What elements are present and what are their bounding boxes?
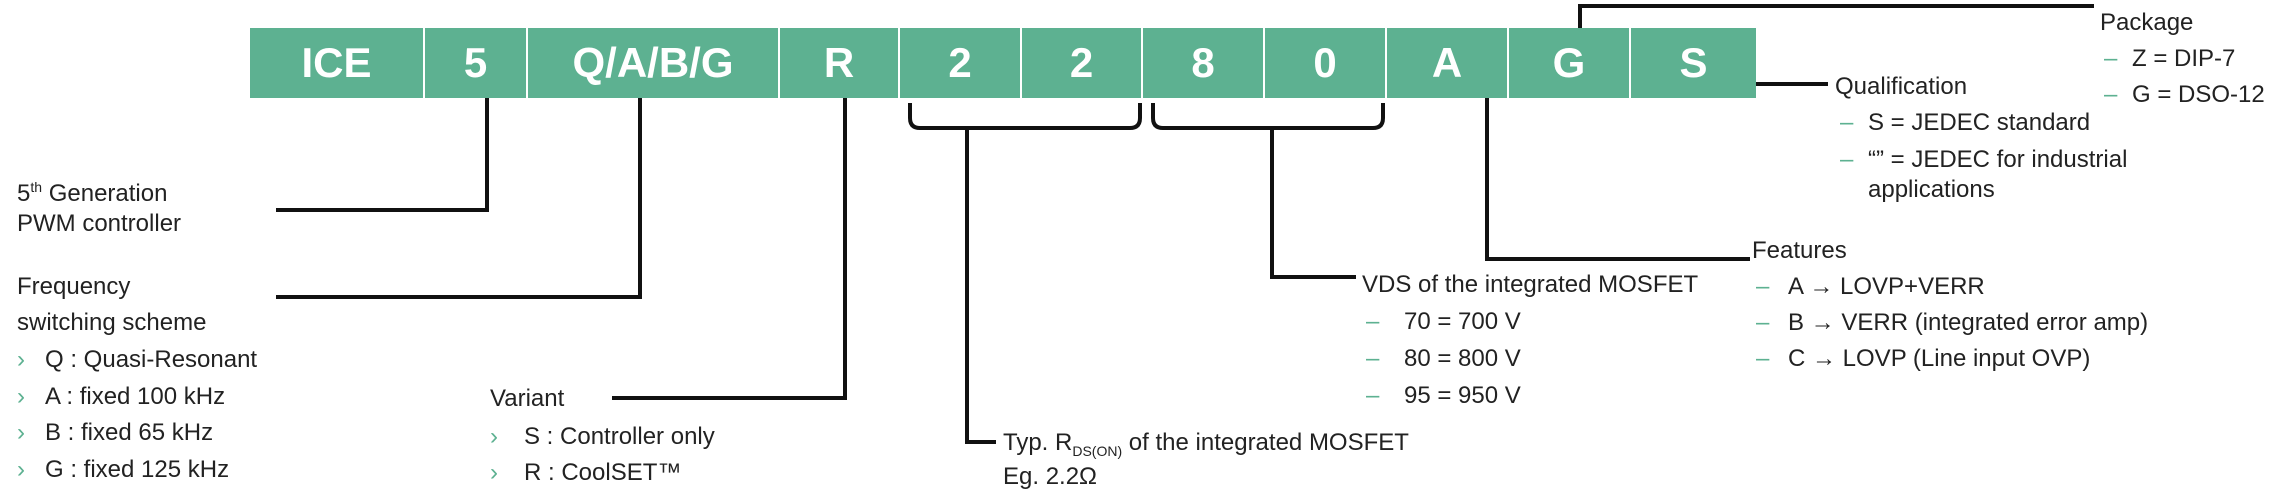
code-segment-vds-2: 0 — [1265, 28, 1387, 98]
generation-title: 5th Generation — [17, 179, 168, 207]
frequency-subtitle: switching scheme — [17, 309, 207, 336]
variant-title: Variant — [490, 385, 565, 412]
code-segment-frequency: Q/A/B/G — [528, 28, 780, 98]
chevron-right-icon: › — [17, 419, 25, 446]
frequency-item: ›A : fixed 100 kHz — [17, 383, 226, 410]
frequency-item: ›G : fixed 125 kHz — [17, 456, 230, 483]
vds-item: –70 = 700 V — [1366, 308, 1521, 335]
dash-icon: – — [2104, 81, 2118, 108]
vds-item: –95 = 950 V — [1366, 382, 1521, 409]
vds-connector — [1270, 128, 1356, 279]
features-item: –A → LOVP+VERR — [1756, 273, 1985, 300]
qualification-item-continued: applications — [1868, 176, 1995, 203]
dash-icon: – — [1366, 382, 1380, 409]
qualification-item: –“” = JEDEC for industrial — [1840, 146, 2128, 173]
code-segment-rds-1: 2 — [900, 28, 1022, 98]
package-item: –G = DSO-12 — [2104, 81, 2265, 108]
generation-connector — [276, 98, 489, 212]
chevron-right-icon: › — [17, 456, 25, 483]
generation-subtitle: PWM controller — [17, 210, 182, 237]
frequency-item: ›B : fixed 65 kHz — [17, 419, 214, 446]
rds-title: Typ. RDS(ON) of the integrated MOSFET — [1003, 429, 1409, 459]
frequency-connector — [276, 98, 642, 299]
features-item: –C → LOVP (Line input OVP) — [1756, 345, 2091, 372]
vds-title: VDS of the integrated MOSFET — [1362, 271, 1699, 298]
package-connector — [1578, 4, 2094, 28]
dash-icon: – — [1756, 345, 1770, 372]
dash-icon: – — [1756, 309, 1770, 336]
package-title: Package — [2100, 9, 2194, 36]
frequency-item: ›Q : Quasi-Resonant — [17, 346, 258, 373]
features-title: Features — [1752, 237, 1847, 264]
code-segment-variant: R — [780, 28, 900, 98]
code-segment-qualification: S — [1631, 28, 1756, 98]
chevron-right-icon: › — [490, 423, 498, 450]
variant-item: ›S : Controller only — [490, 423, 715, 450]
features-item: –B → VERR (integrated error amp) — [1756, 309, 2149, 336]
code-segment-ice: ICE — [250, 28, 425, 98]
dash-icon: – — [1840, 109, 1854, 136]
dash-icon: – — [1366, 345, 1380, 372]
code-segment-vds-1: 8 — [1143, 28, 1265, 98]
dash-icon: – — [2104, 45, 2118, 72]
code-segment-features: A — [1387, 28, 1509, 98]
features-connector — [1485, 98, 1750, 261]
package-item: –Z = DIP-7 — [2104, 45, 2236, 72]
rds-brace — [908, 103, 1142, 130]
rds-example: Eg. 2.2Ω — [1003, 463, 1097, 490]
vds-brace — [1151, 103, 1385, 130]
dash-icon: – — [1756, 273, 1770, 300]
qualification-item: –S = JEDEC standard — [1840, 109, 2091, 136]
dash-icon: – — [1840, 146, 1854, 173]
dash-icon: – — [1366, 308, 1380, 335]
chevron-right-icon: › — [17, 346, 25, 373]
qualification-title: Qualification — [1835, 73, 1968, 100]
variant-item: ›R : CoolSET™ — [490, 459, 682, 486]
code-segment-package: G — [1509, 28, 1631, 98]
code-segment-rds-2: 2 — [1022, 28, 1143, 98]
rds-connector — [965, 128, 996, 444]
variant-connector — [612, 98, 847, 400]
chevron-right-icon: › — [17, 383, 25, 410]
vds-item: –80 = 800 V — [1366, 345, 1521, 372]
chevron-right-icon: › — [490, 459, 498, 486]
code-segment-generation: 5 — [425, 28, 528, 98]
frequency-title: Frequency — [17, 273, 131, 300]
